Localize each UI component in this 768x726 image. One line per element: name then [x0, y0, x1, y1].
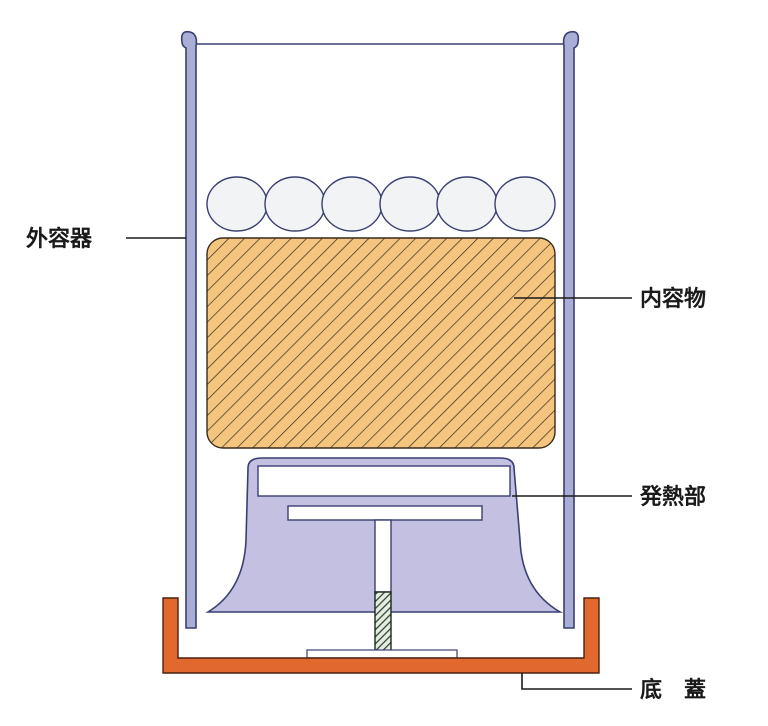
heating-unit-foot-plate — [306, 649, 458, 659]
contents-block — [206, 237, 556, 449]
outer-container-right-wall — [562, 30, 580, 629]
heating-unit-reagent — [374, 591, 392, 653]
egg — [436, 176, 498, 232]
heating-unit-plate — [287, 505, 483, 521]
bottom-lid — [162, 597, 600, 674]
leader-bottom-lid — [521, 673, 632, 690]
heating-unit-shaft — [374, 519, 392, 593]
egg — [206, 176, 268, 232]
egg — [379, 176, 441, 232]
egg — [321, 176, 383, 232]
outer-container-left-wall — [180, 30, 198, 629]
label-heating-unit: 発熱部 — [639, 484, 706, 510]
egg — [264, 176, 326, 232]
egg-group — [206, 176, 556, 232]
heating-unit-window — [257, 465, 511, 497]
label-bottom-lid: 底 蓋 — [640, 677, 706, 703]
label-contents: 内容物 — [640, 286, 706, 312]
egg — [494, 176, 556, 232]
label-outer-container: 外容器 — [26, 226, 93, 252]
